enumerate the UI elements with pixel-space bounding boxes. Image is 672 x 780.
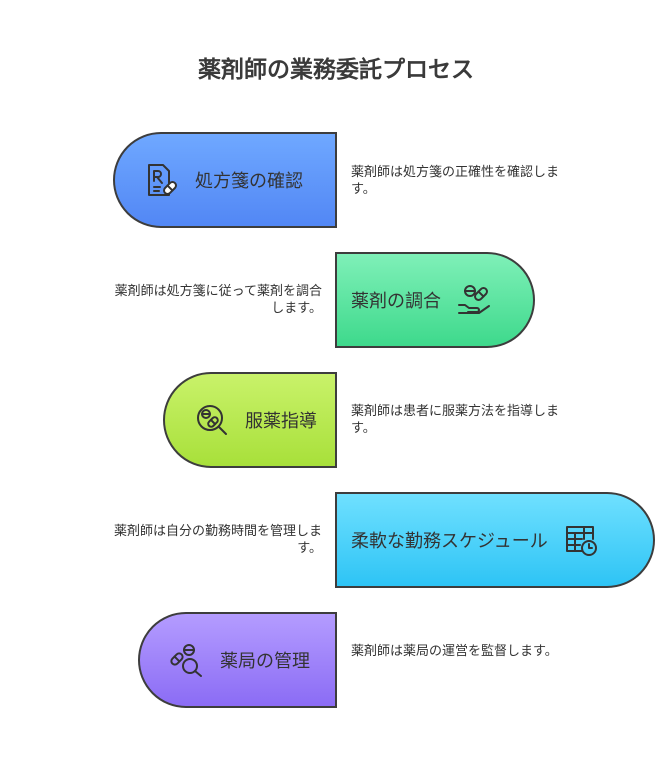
- step-pharmacy-management: 薬局の管理: [138, 612, 337, 708]
- step-label: 薬局の管理: [220, 651, 310, 672]
- step-prescription-check: 処方箋の確認: [113, 132, 337, 228]
- step-label: 服薬指導: [245, 411, 317, 432]
- prescription-icon: [143, 161, 181, 199]
- step-label: 柔軟な勤務スケジュール: [351, 531, 548, 552]
- step-label: 処方箋の確認: [195, 171, 303, 192]
- step-label: 薬剤の調合: [351, 291, 441, 312]
- pill-search-icon: [193, 401, 231, 439]
- step-description: 薬剤師は患者に服薬方法を指導します。: [351, 404, 560, 436]
- pills-magnifier-icon: [168, 641, 206, 679]
- step-medication-guidance: 服薬指導: [163, 372, 337, 468]
- pill-hand-icon: [455, 281, 493, 319]
- step-drug-compounding: 薬剤の調合: [335, 252, 535, 348]
- diagram-title: 薬剤師の業務委託プロセス: [198, 57, 474, 83]
- step-description: 薬剤師は自分の勤務時間を管理します。: [113, 524, 322, 556]
- calendar-clock-icon: [562, 521, 600, 559]
- step-description: 薬剤師は処方箋の正確性を確認します。: [351, 165, 560, 197]
- step-description: 薬剤師は薬局の運営を監督します。: [351, 644, 558, 659]
- step-description: 薬剤師は処方箋に従って薬剤を調合します。: [114, 284, 322, 316]
- step-flexible-schedule: 柔軟な勤務スケジュール: [335, 492, 655, 588]
